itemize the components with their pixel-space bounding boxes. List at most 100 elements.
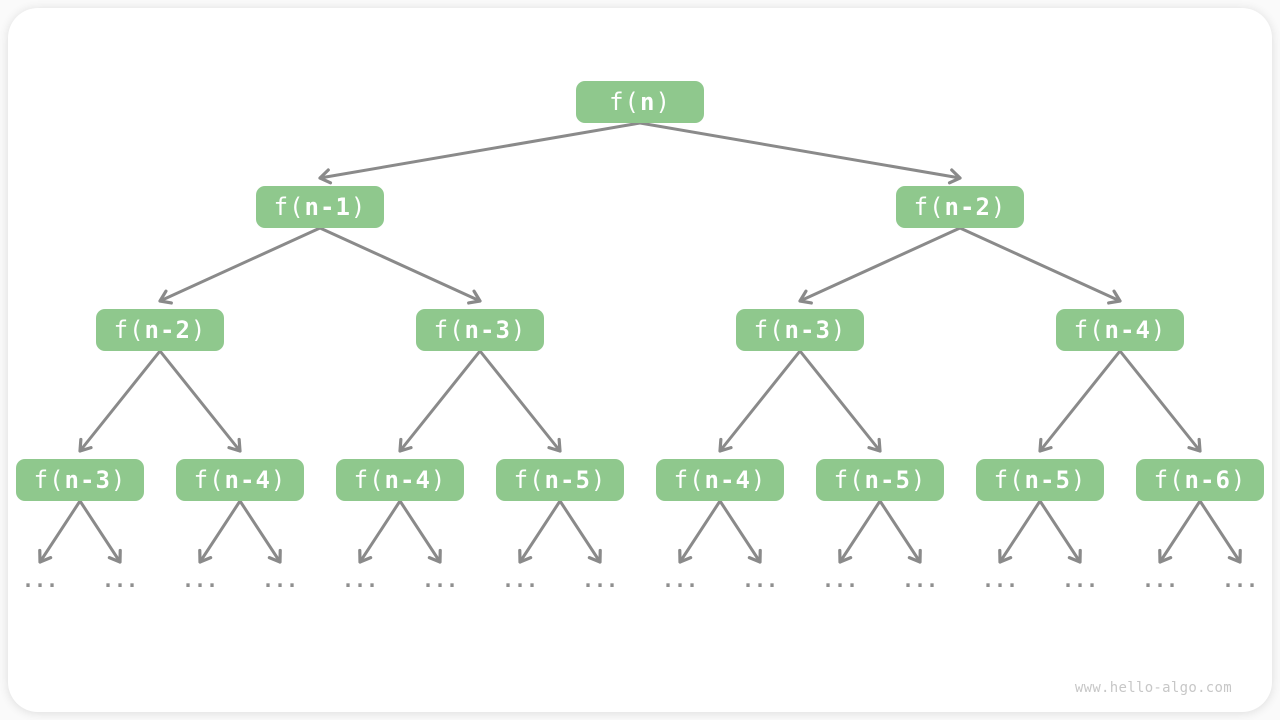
tree-edge-arrow: [198, 499, 242, 564]
node-label-pre: f(: [273, 193, 305, 221]
leaf-ellipsis: ...: [981, 568, 1019, 592]
leaf-ellipsis: ...: [1221, 568, 1259, 592]
tree-edge-arrow: [38, 499, 82, 564]
tree-edge-arrow: [398, 349, 482, 453]
tree-node-fn-1: f(n-1): [256, 186, 384, 228]
tree-edge-arrow: [518, 499, 562, 564]
diagram-card: [8, 8, 1272, 712]
node-label-post: ): [655, 88, 671, 116]
tree-node-fn-5: f(n-5): [496, 459, 624, 501]
node-label-arg: n-6: [1184, 466, 1231, 494]
node-label-pre: f(: [433, 316, 465, 344]
leaf-ellipsis: ...: [421, 568, 459, 592]
node-label-pre: f(: [193, 466, 225, 494]
tree-edge-arrow: [998, 499, 1042, 564]
tree-edge-arrow: [398, 499, 442, 564]
node-label-post: ): [350, 193, 367, 221]
tree-node-fn-6: f(n-6): [1136, 459, 1264, 501]
tree-edge-arrow: [718, 499, 762, 564]
node-label-pre: f(: [33, 466, 65, 494]
node-label-arg: n-2: [944, 193, 991, 221]
tree-edge-arrow: [718, 349, 802, 453]
node-label-post: ): [830, 316, 847, 344]
tree-node-fn-3: f(n-3): [16, 459, 144, 501]
node-label-arg: n-4: [1104, 316, 1151, 344]
node-label-post: ): [910, 466, 927, 494]
node-label-arg: n-5: [544, 466, 591, 494]
tree-node-fn-4: f(n-4): [656, 459, 784, 501]
leaf-ellipsis: ...: [101, 568, 139, 592]
node-label-pre: f(: [353, 466, 385, 494]
tree-node-fn-4: f(n-4): [176, 459, 304, 501]
node-label-post: ): [1230, 466, 1247, 494]
leaf-ellipsis: ...: [261, 568, 299, 592]
tree-edge-arrow: [358, 499, 402, 564]
leaf-ellipsis: ...: [661, 568, 699, 592]
tree-edge-arrow: [638, 121, 962, 185]
leaf-ellipsis: ...: [21, 568, 59, 592]
node-label-arg: n-3: [64, 466, 111, 494]
node-label-arg: n-3: [784, 316, 831, 344]
leaf-ellipsis: ...: [821, 568, 859, 592]
tree-edge-arrow: [798, 349, 882, 453]
node-label-pre: f(: [609, 88, 640, 116]
watermark: www.hello-algo.com: [1074, 680, 1232, 696]
tree-node-fn-2: f(n-2): [896, 186, 1024, 228]
tree-edge-arrow: [1038, 499, 1082, 564]
leaf-ellipsis: ...: [501, 568, 539, 592]
node-label-post: ): [1070, 466, 1087, 494]
tree-edge-arrow: [558, 499, 602, 564]
tree-edge-arrow: [318, 226, 482, 305]
node-label-arg: n-4: [384, 466, 431, 494]
tree-edge-arrow: [1158, 499, 1202, 564]
tree-edge-arrow: [318, 121, 642, 185]
node-label-pre: f(: [673, 466, 705, 494]
tree-edge-arrow: [678, 499, 722, 564]
node-label-arg: n-5: [1024, 466, 1071, 494]
node-label-pre: f(: [1153, 466, 1185, 494]
tree-edge-arrow: [158, 349, 242, 453]
tree-edge-arrow: [78, 499, 122, 564]
node-label-pre: f(: [513, 466, 545, 494]
node-label-arg: n-2: [144, 316, 191, 344]
node-label-post: ): [750, 466, 767, 494]
tree-edge-arrow: [1038, 349, 1122, 453]
node-label-post: ): [270, 466, 287, 494]
node-label-post: ): [110, 466, 127, 494]
tree-edge-arrow: [878, 499, 922, 564]
tree-edge-arrow: [1198, 499, 1242, 564]
node-label-pre: f(: [753, 316, 785, 344]
leaf-ellipsis: ...: [901, 568, 939, 592]
node-label-arg: n-3: [464, 316, 511, 344]
tree-edge-arrow: [958, 226, 1122, 305]
node-label-arg: n-4: [704, 466, 751, 494]
leaf-ellipsis: ...: [1141, 568, 1179, 592]
node-label-arg: n-5: [864, 466, 911, 494]
node-label-arg: n: [640, 88, 656, 116]
tree-node-fn: f(n): [576, 81, 704, 123]
node-label-post: ): [190, 316, 207, 344]
tree-node-fn-2: f(n-2): [96, 309, 224, 351]
tree-edge-arrow: [158, 226, 322, 305]
tree-node-fn-5: f(n-5): [976, 459, 1104, 501]
tree-node-fn-3: f(n-3): [736, 309, 864, 351]
node-label-post: ): [590, 466, 607, 494]
leaf-ellipsis: ...: [741, 568, 779, 592]
tree-node-fn-4: f(n-4): [1056, 309, 1184, 351]
tree-node-fn-5: f(n-5): [816, 459, 944, 501]
node-label-post: ): [430, 466, 447, 494]
node-label-pre: f(: [913, 193, 945, 221]
node-label-pre: f(: [1073, 316, 1105, 344]
tree-node-fn-4: f(n-4): [336, 459, 464, 501]
tree-edge-arrow: [238, 499, 282, 564]
tree-edge-arrow: [478, 349, 562, 453]
leaf-ellipsis: ...: [581, 568, 619, 592]
node-label-pre: f(: [993, 466, 1025, 494]
node-label-post: ): [510, 316, 527, 344]
tree-edge-arrow: [1118, 349, 1202, 453]
tree-edge-arrow: [838, 499, 882, 564]
tree-node-fn-3: f(n-3): [416, 309, 544, 351]
leaf-ellipsis: ...: [181, 568, 219, 592]
